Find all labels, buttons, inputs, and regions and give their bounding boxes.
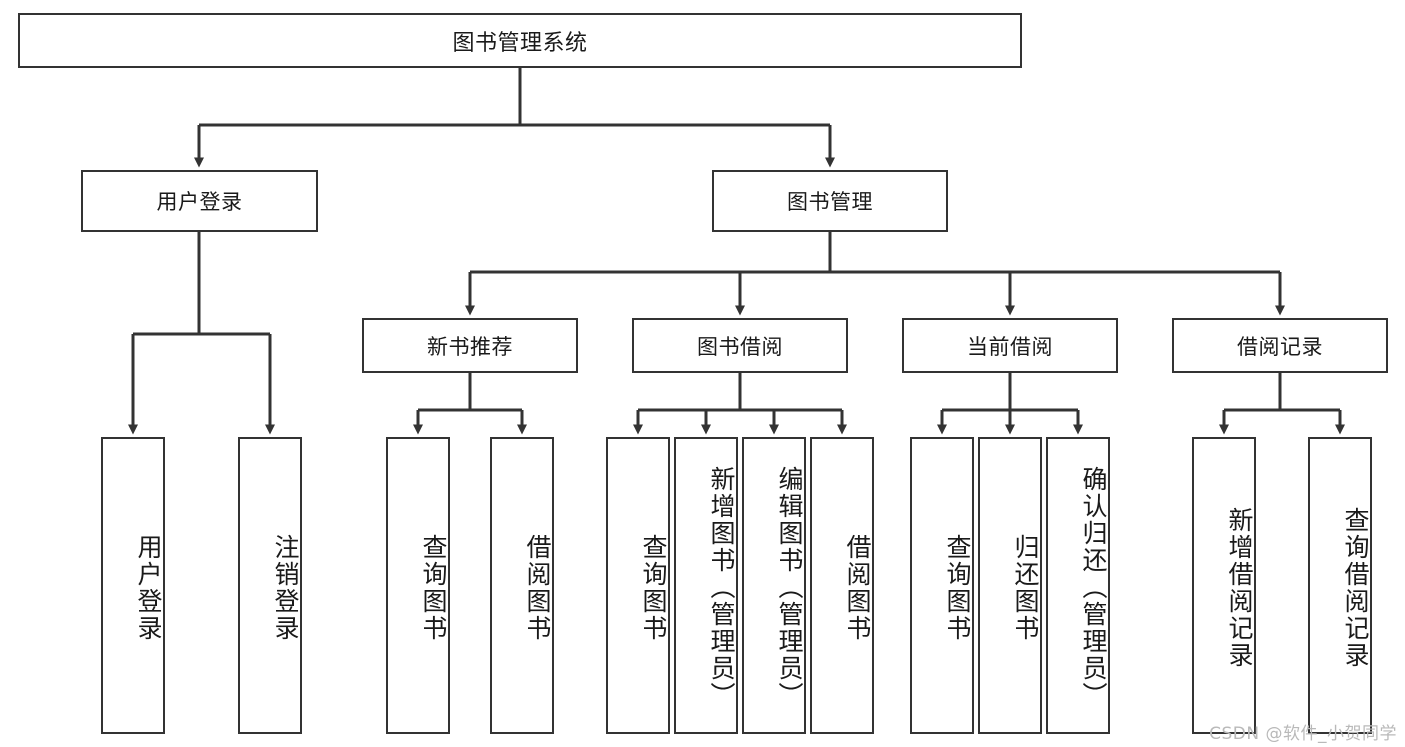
node-leaf-query-book-3[interactable]: 查询图书 (910, 437, 974, 734)
node-book-borrow-label: 图书借阅 (697, 334, 783, 359)
node-current-borrow-label: 当前借阅 (967, 334, 1053, 359)
node-leaf-borrow-book-2[interactable]: 借阅图书 (810, 437, 874, 734)
node-root[interactable]: 图书管理系统 (18, 13, 1022, 68)
node-new-book-rec-label: 新书推荐 (427, 334, 513, 359)
node-leaf-user-login-label: 用户登录 (134, 533, 163, 642)
node-leaf-query-book-3-label: 查询图书 (943, 533, 972, 642)
node-book-manage[interactable]: 图书管理 (712, 170, 948, 232)
node-leaf-borrow-book-1[interactable]: 借阅图书 (490, 437, 554, 734)
node-borrow-record-label: 借阅记录 (1237, 334, 1323, 359)
node-leaf-return-book[interactable]: 归还图书 (978, 437, 1042, 734)
node-current-borrow[interactable]: 当前借阅 (902, 318, 1118, 373)
node-leaf-borrow-book-1-label: 借阅图书 (523, 533, 552, 642)
node-leaf-edit-book[interactable]: 编辑图书（管理员） (742, 437, 806, 734)
node-leaf-add-book-label: 新增图书（管理员） (707, 466, 736, 709)
node-book-manage-label: 图书管理 (787, 190, 873, 214)
node-leaf-return-book-label: 归还图书 (1011, 533, 1040, 642)
node-leaf-user-login[interactable]: 用户登录 (101, 437, 165, 734)
node-book-borrow[interactable]: 图书借阅 (632, 318, 848, 373)
node-leaf-query-book-2[interactable]: 查询图书 (606, 437, 670, 734)
node-leaf-query-record[interactable]: 查询借阅记录 (1308, 437, 1372, 734)
node-leaf-borrow-book-2-label: 借阅图书 (843, 533, 872, 642)
node-leaf-confirm-return[interactable]: 确认归还（管理员） (1046, 437, 1110, 734)
node-root-label: 图书管理系统 (452, 30, 588, 56)
node-leaf-confirm-return-label: 确认归还（管理员） (1079, 466, 1108, 709)
csdn-watermark: CSDN @软件_小贺同学 (1209, 724, 1397, 744)
node-new-book-rec[interactable]: 新书推荐 (362, 318, 578, 373)
node-borrow-record[interactable]: 借阅记录 (1172, 318, 1388, 373)
node-leaf-query-book-1-label: 查询图书 (419, 533, 448, 642)
node-leaf-logout-label: 注销登录 (271, 533, 300, 642)
node-leaf-query-record-label: 查询借阅记录 (1341, 506, 1370, 669)
node-user-login-label: 用户登录 (156, 190, 243, 214)
node-leaf-query-book-1[interactable]: 查询图书 (386, 437, 450, 734)
node-leaf-add-book[interactable]: 新增图书（管理员） (674, 437, 738, 734)
node-leaf-edit-book-label: 编辑图书（管理员） (775, 466, 804, 709)
node-user-login[interactable]: 用户登录 (81, 170, 318, 232)
node-leaf-logout[interactable]: 注销登录 (238, 437, 302, 734)
node-leaf-query-book-2-label: 查询图书 (639, 533, 668, 642)
node-leaf-add-record[interactable]: 新增借阅记录 (1192, 437, 1256, 734)
node-leaf-add-record-label: 新增借阅记录 (1225, 506, 1254, 669)
